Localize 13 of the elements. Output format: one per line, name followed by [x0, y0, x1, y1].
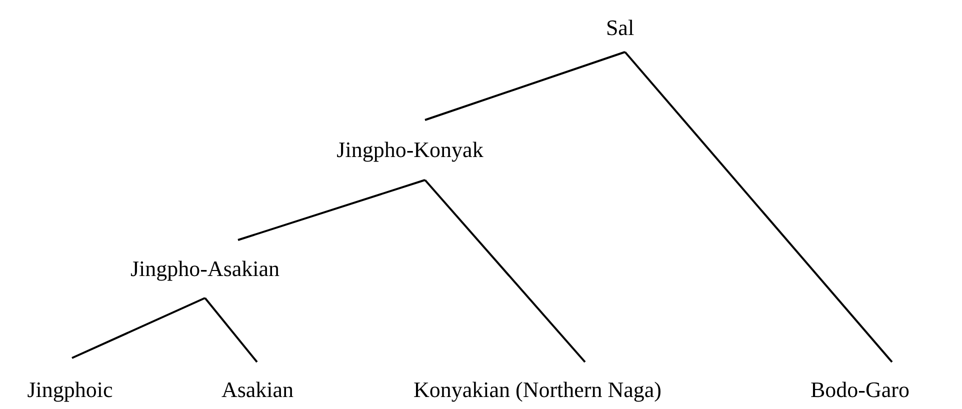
language-group-label: Asakian	[221, 378, 294, 402]
tree-branch-line	[424, 51, 626, 121]
tree-branch-line	[238, 179, 426, 241]
tree-branch-line	[424, 179, 586, 363]
language-group-label: Bodo-Garo	[810, 378, 910, 402]
tree-branch-line	[204, 297, 258, 363]
language-group-label: Jingphoic	[27, 378, 113, 402]
tree-branch-line	[624, 51, 893, 363]
tree-branch-line	[72, 297, 206, 359]
language-group-label: Konyakian (Northern Naga)	[413, 378, 662, 402]
language-group-label: Sal	[606, 16, 634, 40]
language-group-label: Jingpho-Konyak	[336, 138, 484, 162]
language-group-label: Jingpho-Asakian	[130, 256, 280, 282]
